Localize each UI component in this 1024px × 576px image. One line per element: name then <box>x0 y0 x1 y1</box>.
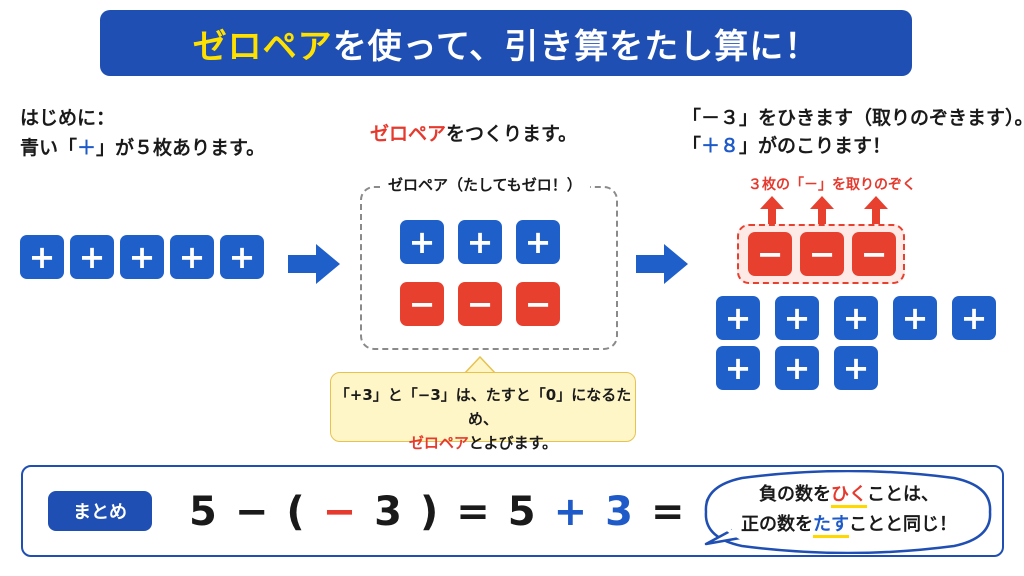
title-banner: ゼロペアを使って、引き算をたし算に！ <box>100 10 912 76</box>
minus-tile: − <box>800 232 844 276</box>
zero-pair-heading-rest: をつくります。 <box>446 123 578 145</box>
plus-tile: + <box>834 346 878 390</box>
intro-line2: 青い「＋」が５枚あります。 <box>20 134 265 162</box>
minus-tile: − <box>516 282 560 326</box>
equation-token: = <box>651 489 685 535</box>
equation-token: 5 <box>507 489 536 535</box>
bubble-keyword-subtract: ひく <box>831 484 867 508</box>
up-arrow-icon <box>760 196 784 226</box>
summary-equation: 5−(−3)=5+3=8 <box>180 484 739 540</box>
right-arrow-icon <box>636 244 688 284</box>
subtract-line2-pre: 「 <box>682 135 702 157</box>
callout-red-term: ゼロペア <box>408 434 469 452</box>
intro-line2-post: 」が５枚あります。 <box>96 137 266 159</box>
plus-tile: + <box>775 346 819 390</box>
equation-token: = <box>456 489 490 535</box>
bubble-line2: 正の数をたすことと同じ！ <box>714 510 984 540</box>
plus-tile: + <box>952 296 996 340</box>
callout-line2: ゼロペアとよびます。 <box>331 431 635 455</box>
speech-bubble-text: 負の数をひくことは、 正の数をたすことと同じ！ <box>714 480 984 540</box>
plus-tile: + <box>220 235 264 279</box>
bubble-line1-post: ことは、 <box>867 484 939 505</box>
minus-tile: − <box>748 232 792 276</box>
plus-tile: + <box>170 235 214 279</box>
equation-token: + <box>553 489 588 535</box>
plus-tile: + <box>458 220 502 264</box>
remaining-value: ＋８ <box>701 135 740 157</box>
intro-line1: はじめに： <box>20 107 116 129</box>
equation-token: − <box>322 489 357 535</box>
intro-line2-sign: ＋ <box>77 137 97 159</box>
title-text: を使って、引き算をたし算に！ <box>332 26 820 67</box>
minus-tile: − <box>458 282 502 326</box>
equation-token: 5 <box>189 489 217 535</box>
plus-tile: + <box>716 296 760 340</box>
plus-tile: + <box>120 235 164 279</box>
subtract-line2: 「＋８」がのこります！ <box>682 132 891 160</box>
intro-line2-pre: 青い「 <box>20 137 78 159</box>
right-arrow-icon <box>288 244 340 284</box>
plus-tile: + <box>893 296 937 340</box>
callout-rest: とよびます。 <box>468 434 558 452</box>
plus-tile: + <box>20 235 64 279</box>
bubble-keyword-add: たす <box>813 514 849 538</box>
minus-tile: − <box>400 282 444 326</box>
bubble-line1-pre: 負の数を <box>759 484 831 505</box>
callout-line1: 「+3」と「−3」は、たすと「0」になるため、 <box>334 386 632 428</box>
plus-tile: + <box>516 220 560 264</box>
subtract-line1: 「－３」をひきます（取りのぞきます）。 <box>682 107 1024 129</box>
zero-pair-box-label: ゼロペア（たしてもゼロ！） <box>380 174 590 195</box>
minus-tile: − <box>852 232 896 276</box>
zero-pair-callout: 「+3」と「−3」は、たすと「0」になるため、 ゼロペアとよびます。 <box>330 372 636 452</box>
equation-token: ) <box>420 489 439 535</box>
plus-tile: + <box>775 296 819 340</box>
bubble-line1: 負の数をひくことは、 <box>714 480 984 510</box>
plus-tile: + <box>716 346 760 390</box>
bubble-line2-pre: 正の数を <box>741 514 813 535</box>
plus-tile: + <box>834 296 878 340</box>
plus-tile: + <box>400 220 444 264</box>
equation-token: 3 <box>374 489 402 535</box>
plus-tile: + <box>70 235 114 279</box>
zero-pair-heading: ゼロペアをつくります。 <box>370 120 577 148</box>
bubble-line2-post: ことと同じ！ <box>849 514 957 535</box>
speech-bubble <box>704 470 992 554</box>
equation-token: ( <box>286 489 305 535</box>
zero-pair-heading-red: ゼロペア <box>370 123 447 145</box>
title-highlight: ゼロペア <box>192 26 333 67</box>
up-arrow-icon <box>864 196 888 226</box>
subtract-line2-post: 」がのこります！ <box>739 135 892 157</box>
equation-token: − <box>234 489 269 535</box>
up-arrow-icon <box>810 196 834 226</box>
equation-token: 3 <box>605 489 633 535</box>
remove-label: ３枚の「－」を取りのぞく <box>748 177 916 193</box>
summary-tag: まとめ <box>48 491 152 531</box>
